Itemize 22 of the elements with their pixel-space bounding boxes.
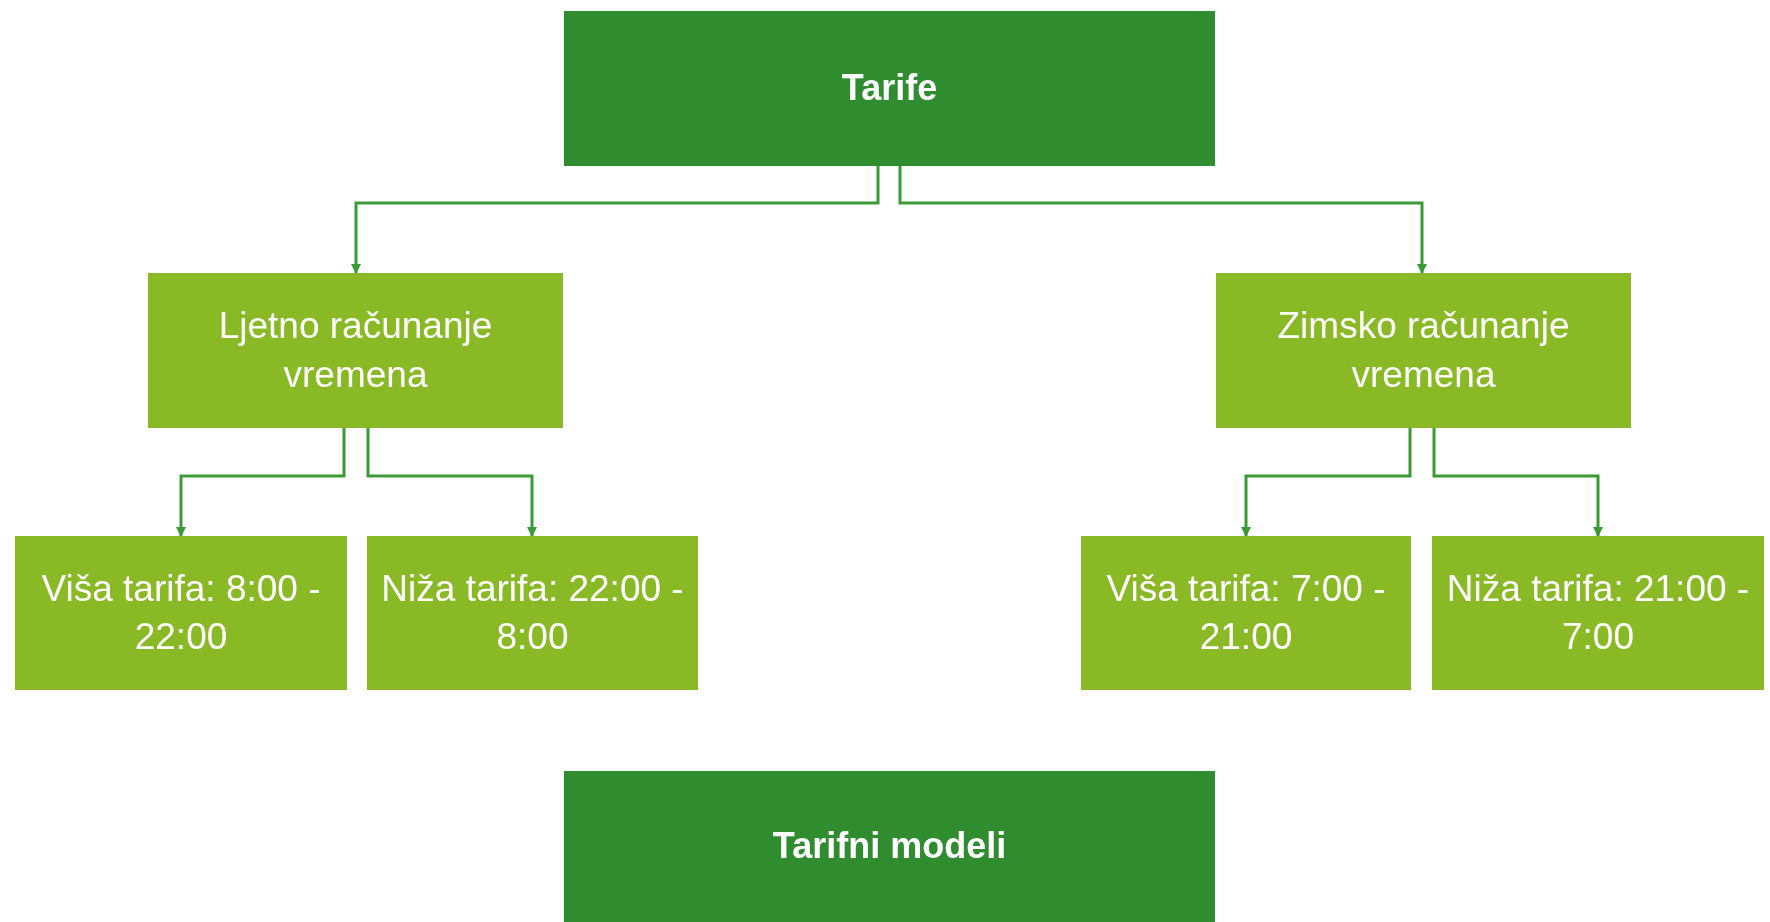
tariff-box xyxy=(1216,273,1631,428)
box-label: Niža tarifa: 21:00 - 7:00 xyxy=(1445,566,1751,659)
box-label: Viša tarifa: 8:00 - 22:00 xyxy=(40,566,322,659)
tariff-box xyxy=(564,771,1215,922)
connector-arrow xyxy=(1432,428,1603,537)
tariff-box xyxy=(1432,536,1764,690)
box-label: Tarife xyxy=(841,66,938,111)
tariff-box xyxy=(15,536,347,690)
connector-arrow xyxy=(898,166,1427,274)
box-label: Viša tarifa: 7:00 - 21:00 xyxy=(1105,566,1387,659)
tariff-box xyxy=(148,273,563,428)
box-label: Ljetno računanje vremena xyxy=(217,304,494,397)
tariff-box xyxy=(564,11,1215,166)
tariff-box xyxy=(1081,536,1411,690)
tariff-box xyxy=(367,536,698,690)
connector-arrow xyxy=(351,166,880,274)
box-label: Niža tarifa: 22:00 - 8:00 xyxy=(380,566,685,659)
connector-arrow xyxy=(366,428,537,537)
connector-arrow xyxy=(1241,428,1412,537)
connector-arrow xyxy=(176,428,346,537)
box-label: Zimsko računanje vremena xyxy=(1276,304,1571,397)
box-label: Tarifni modeli xyxy=(772,824,1007,869)
